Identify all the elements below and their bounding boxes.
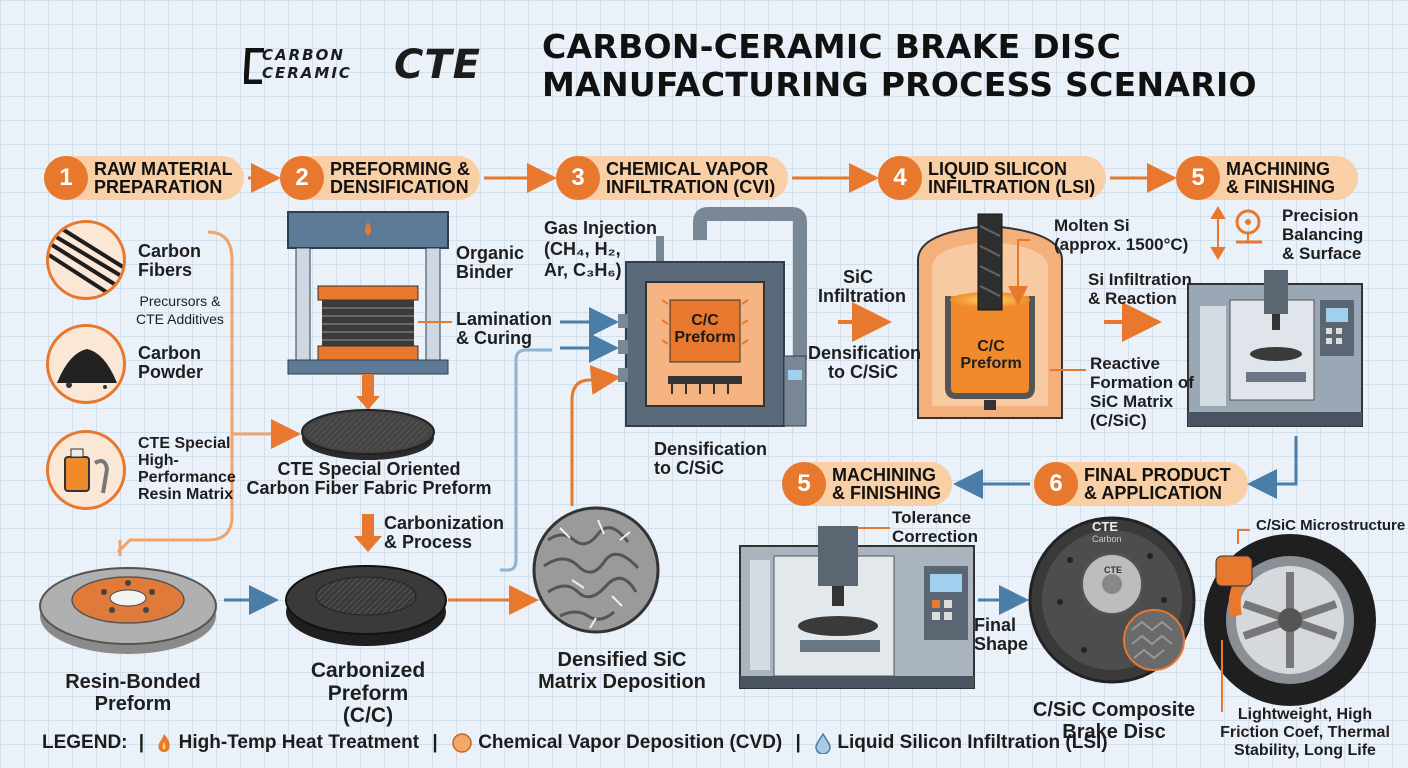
step-2-preforming: 2 PREFORMING &DENSIFICATION [280,156,480,200]
lamination-label: Lamination& Curing [456,309,553,349]
legend-item-heat: High-Temp Heat Treatment [178,732,420,753]
legend-title: LEGEND: [42,732,128,753]
fabric-preform-illustration [301,409,435,460]
logo-line1: CARBON [262,46,345,64]
legend-separator: | [432,732,438,753]
cnc-machine-bottom-illustration [739,526,975,689]
cnc-machine-top-illustration [1187,270,1363,427]
si-infiltration-label: Si Infiltration& Reaction [1088,270,1192,308]
vertical-arrow-icon [1210,206,1226,260]
carbonized-preform-label: Carbonized Preform(C/C) [310,659,426,728]
sic-microstructure-illustration [532,506,660,634]
step-number: 3 [556,156,600,200]
logo-swoosh-icon [244,48,264,84]
step-label: FINAL PRODUCT& APPLICATION [1084,465,1231,503]
carbon-powder-image [46,324,126,404]
return-flow-arrows [953,436,1298,499]
carbon-fibers-image [46,220,126,300]
step-number: 5 [1176,156,1220,200]
legend-item-cvd: Chemical Vapor Deposition (CVD) [478,732,783,753]
brake-disc-illustration [1028,516,1196,684]
step-label: MACHINING& FINISHING [832,465,942,503]
orange-dot-icon [452,733,472,753]
step-5-machining-bottom: 5 MACHINING& FINISHING [782,462,952,506]
logo-line2: CERAMIC [262,64,352,82]
flame-icon [158,734,171,752]
title-line2: MANUFACTURING PROCESS SCENARIO [542,65,1257,104]
carbonized-disc-illustration [285,565,447,646]
press-illustration [287,211,449,410]
carbonization-label: Carbonization& Process [384,513,504,553]
gas-injection-label: Gas Injection(CH₄, H₂,Ar, C₃H₆) [544,218,658,280]
resin-bonded-disc-illustration [39,567,217,654]
lsi-crucible-illustration [917,213,1063,419]
legend: LEGEND: | High-Temp Heat Treatment | Che… [42,732,1108,754]
target-icon [1235,209,1262,244]
step-number: 5 [782,462,826,506]
title-line1: CARBON-CERAMIC BRAKE DISC [542,27,1122,66]
droplet-icon [815,732,831,754]
page-title: CARBON-CERAMIC BRAKE DISC MANUFACTURING … [542,28,1257,104]
step-number: 2 [280,156,324,200]
drop-icon [365,222,371,236]
legend-separator: | [138,732,145,753]
step-6-final-product: 6 FINAL PRODUCT& APPLICATION [1034,462,1248,506]
step-5-machining-top: 5 MACHINING& FINISHING [1176,156,1358,200]
legend-item-lsi: Liquid Silicon Infiltration (LSI) [837,732,1108,753]
legend-separator: | [795,732,801,753]
disc-brand-mark: CTE [1092,519,1118,534]
precursors-label: Precursors &CTE Additives [136,293,224,327]
step-label: PREFORMING &DENSIFICATION [330,159,471,197]
step-number: 6 [1034,462,1078,506]
microstructure-label: C/SiC Microstructure [1256,517,1406,534]
molten-si-label: Molten Si(approx. 1500°C) [1054,216,1189,254]
step-number: 4 [878,156,922,200]
raw-to-resin-line [116,230,234,554]
logo-mark: CTE [394,42,481,88]
step-number: 1 [44,156,88,200]
disc-brand-sub: Carbon [1092,534,1122,544]
step-label: MACHINING& FINISHING [1226,159,1336,197]
disc-hub-mark: CTE [1104,565,1122,575]
cvi-furnace-illustration [618,207,807,427]
wheel-illustration [1204,529,1376,712]
resin-matrix-image [46,430,126,510]
